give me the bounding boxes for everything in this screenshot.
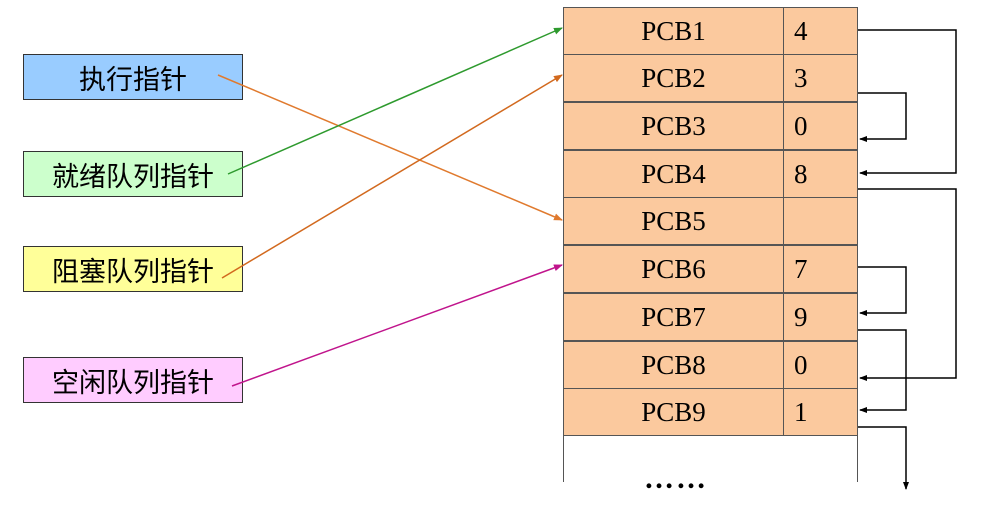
link-pcb6-to-pcb7 <box>858 266 907 316</box>
pcb-empty-next-cell <box>783 436 858 482</box>
pcb-row-empty <box>563 436 858 484</box>
pcb-row-3: PCB3 0 <box>563 102 858 150</box>
link-pcb7-to-pcb9 <box>858 329 907 413</box>
pcb-name-cell: PCB3 <box>563 102 784 150</box>
pcb-next-cell <box>783 197 858 245</box>
pcb-row-9: PCB9 1 <box>563 388 858 436</box>
ready-queue-arrow <box>227 27 563 175</box>
pcb-row-1: PCB1 4 <box>563 7 858 55</box>
link-pcb9-continue <box>858 426 909 490</box>
pcb-next-cell: 0 <box>783 341 858 389</box>
pcb-next-cell: 1 <box>783 388 858 436</box>
pcb-row-6: PCB6 7 <box>563 245 858 293</box>
link-pcb4-to-pcb8 <box>858 188 957 381</box>
pcb-name-cell: PCB5 <box>563 197 784 245</box>
pcb-next-cell: 8 <box>783 150 858 198</box>
pcb-row-7: PCB7 9 <box>563 293 858 341</box>
pcb-next-cell: 0 <box>783 102 858 150</box>
pcb-row-8: PCB8 0 <box>563 341 858 389</box>
pcb-next-cell: 7 <box>783 245 858 293</box>
pcb-next-cell: 3 <box>783 54 858 102</box>
link-pcb2-to-pcb3 <box>858 92 907 142</box>
link-pcb1-to-pcb4 <box>858 29 957 176</box>
pcb-next-cell: 4 <box>783 7 858 55</box>
pcb-name-cell: PCB2 <box>563 54 784 102</box>
blocked-queue-pointer-label: 阻塞队列指针 <box>23 246 243 292</box>
pcb-name-cell: PCB7 <box>563 293 784 341</box>
ellipsis: …… <box>644 462 708 495</box>
pcb-row-2: PCB2 3 <box>563 54 858 102</box>
pcb-name-cell: PCB6 <box>563 245 784 293</box>
exec-pointer-label: 执行指针 <box>23 54 243 100</box>
pcb-name-cell: PCB1 <box>563 7 784 55</box>
pcb-name-cell: PCB8 <box>563 341 784 389</box>
blocked-queue-arrow <box>221 74 563 279</box>
free-queue-pointer-label: 空闲队列指针 <box>23 357 243 403</box>
pcb-row-4: PCB4 8 <box>563 150 858 198</box>
pcb-name-cell: PCB4 <box>563 150 784 198</box>
free-queue-arrow <box>231 264 563 387</box>
pcb-row-5: PCB5 <box>563 197 858 245</box>
pcb-empty-name-cell <box>563 436 784 482</box>
ready-queue-pointer-label: 就绪队列指针 <box>23 151 243 197</box>
pcb-next-cell: 9 <box>783 293 858 341</box>
exec-pointer-arrow <box>217 74 563 221</box>
